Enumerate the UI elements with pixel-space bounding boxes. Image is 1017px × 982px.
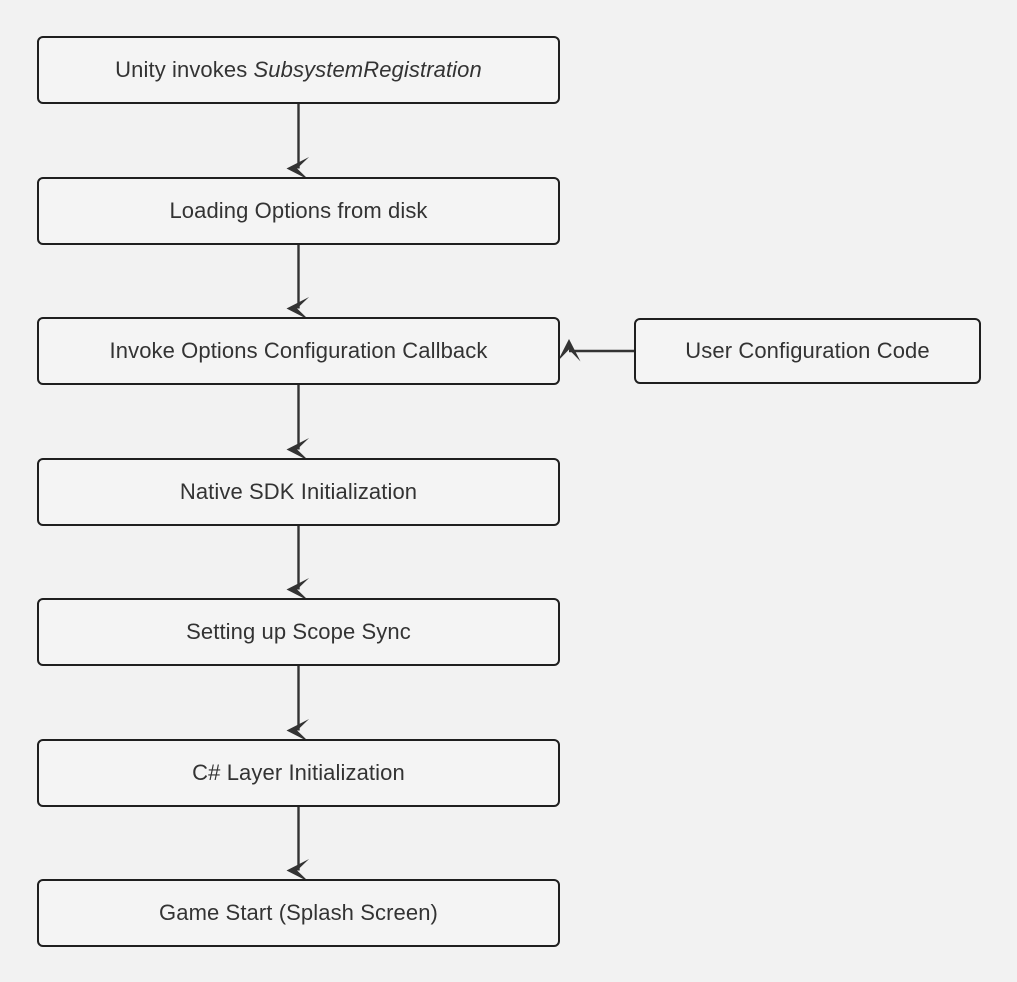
- node-label-invoke-options-configuration-callback: Invoke Options Configuration Callback: [109, 338, 488, 363]
- node-game-start-splash-screen[interactable]: Game Start (Splash Screen): [37, 879, 560, 947]
- node-subsystem-registration[interactable]: Unity invokes SubsystemRegistration: [37, 36, 560, 104]
- node-label-subsystem-registration: Unity invokes SubsystemRegistration: [115, 57, 482, 83]
- node-user-configuration-code[interactable]: User Configuration Code: [634, 318, 981, 384]
- node-label-native-sdk-initialization: Native SDK Initialization: [179, 479, 418, 504]
- node-label-csharp-layer-initialization: C# Layer Initialization: [192, 760, 405, 785]
- node-invoke-options-configuration-callback[interactable]: Invoke Options Configuration Callback: [37, 317, 560, 385]
- node-label-setting-up-scope-sync: Setting up Scope Sync: [186, 619, 411, 644]
- node-native-sdk-initialization[interactable]: Native SDK Initialization: [37, 458, 560, 526]
- node-label-user-configuration-code: User Configuration Code: [685, 338, 930, 363]
- node-csharp-layer-initialization[interactable]: C# Layer Initialization: [37, 739, 560, 807]
- node-label-game-start-splash-screen: Game Start (Splash Screen): [159, 900, 438, 925]
- node-loading-options[interactable]: Loading Options from disk: [37, 177, 560, 245]
- node-setting-up-scope-sync[interactable]: Setting up Scope Sync: [37, 598, 560, 666]
- node-label-emphasis: SubsystemRegistration: [253, 57, 482, 82]
- node-label-loading-options: Loading Options from disk: [169, 198, 428, 223]
- node-label-prefix: Unity invokes: [115, 57, 254, 82]
